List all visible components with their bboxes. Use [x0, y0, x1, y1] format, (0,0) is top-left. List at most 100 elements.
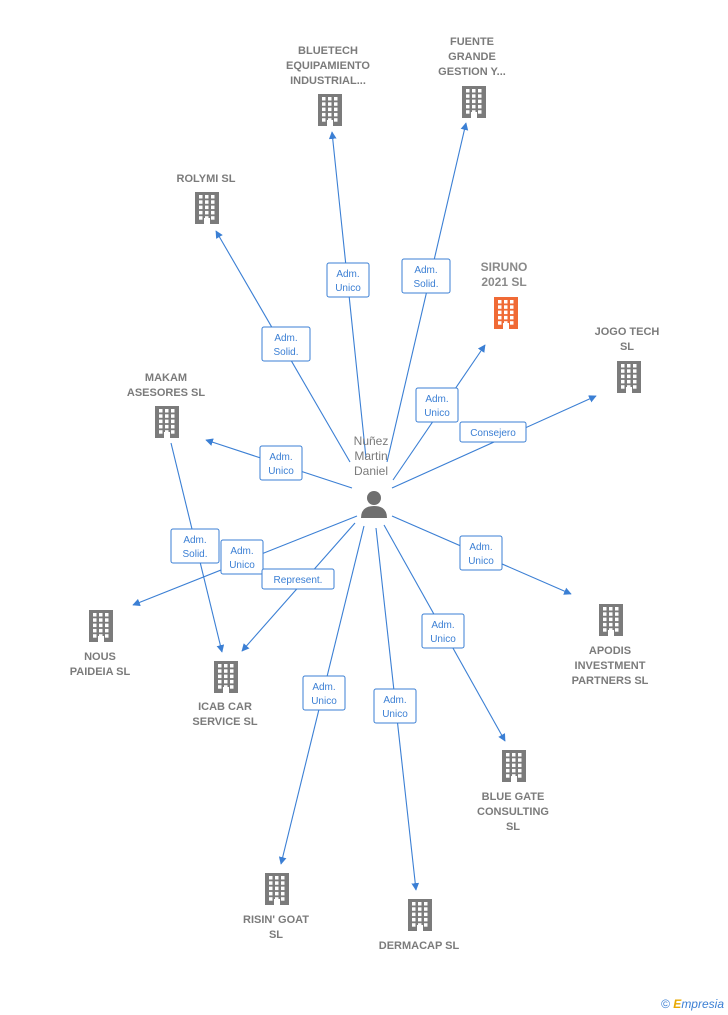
- node-label-line: ROLYMI SL: [177, 173, 236, 185]
- building-window: [334, 97, 338, 101]
- building-window: [328, 107, 332, 112]
- building-window: [218, 674, 222, 679]
- building-window: [105, 634, 109, 638]
- edge-label-box[interactable]: [261, 326, 311, 362]
- building-door: [417, 925, 423, 931]
- edge-makam-icab: Adm.Solid.: [170, 442, 225, 653]
- building-window: [322, 118, 326, 122]
- building-window: [418, 923, 422, 927]
- building-window: [99, 634, 103, 638]
- building-window: [506, 774, 510, 778]
- building-window: [224, 664, 228, 668]
- building-window: [218, 679, 222, 684]
- building-icon[interactable]: [617, 361, 641, 393]
- building-window: [504, 305, 508, 309]
- building-window: [99, 623, 103, 628]
- edge-label-box[interactable]: [220, 539, 264, 575]
- building-window: [615, 612, 619, 616]
- building-window: [165, 414, 169, 418]
- building-window: [165, 419, 169, 424]
- edge-bluetech: Adm.Unico: [326, 131, 370, 459]
- building-icon[interactable]: [599, 604, 623, 636]
- building-window: [627, 385, 631, 389]
- edge-label-text: Unico: [229, 560, 255, 571]
- building-window: [281, 897, 285, 901]
- edge-label-box[interactable]: [401, 258, 451, 294]
- node-label-line: BLUETECH: [298, 45, 358, 57]
- building-window: [322, 112, 326, 117]
- building-window: [466, 94, 470, 98]
- edge-label-text: Solid.: [273, 347, 298, 358]
- building-window: [609, 607, 613, 611]
- building-window: [334, 112, 338, 117]
- person-icon[interactable]: [361, 491, 387, 518]
- building-window: [603, 628, 607, 632]
- building-window: [93, 613, 97, 617]
- edge-label-box[interactable]: [421, 613, 465, 649]
- edge-label-box[interactable]: [170, 528, 220, 564]
- building-window: [478, 89, 482, 93]
- edge-label-text: Adm.: [183, 535, 206, 546]
- node-rolymi[interactable]: ROLYMI SL: [177, 173, 236, 224]
- building-icon[interactable]: [195, 192, 219, 224]
- building-window: [627, 369, 631, 373]
- node-bluetech[interactable]: BLUETECHEQUIPAMIENTOINDUSTRIAL...: [286, 45, 370, 126]
- edge-siruno: Adm.Unico: [392, 344, 486, 481]
- building-window: [504, 310, 508, 315]
- edge-label-box[interactable]: [261, 568, 335, 590]
- building-window: [230, 679, 234, 684]
- edge-label-text: Adm.: [431, 620, 454, 631]
- edge-label-box[interactable]: [373, 688, 417, 724]
- edge-label-box[interactable]: [302, 675, 346, 711]
- building-window: [205, 216, 209, 220]
- node-label-line: DERMACAP SL: [379, 940, 460, 952]
- building-icon[interactable]: [494, 297, 518, 329]
- edge-label-box[interactable]: [415, 387, 459, 423]
- edge-label-text: Represent.: [274, 575, 323, 586]
- edge-label-box[interactable]: [459, 535, 503, 571]
- building-window: [627, 374, 631, 379]
- building-icon[interactable]: [502, 750, 526, 782]
- building-window: [506, 768, 510, 773]
- building-icon[interactable]: [462, 86, 486, 118]
- building-window: [615, 617, 619, 622]
- building-window: [478, 104, 482, 109]
- building-icon[interactable]: [155, 406, 179, 438]
- edge-label-box[interactable]: [259, 445, 303, 481]
- building-window: [269, 891, 273, 896]
- building-icon[interactable]: [214, 661, 238, 693]
- building-icon[interactable]: [318, 94, 342, 126]
- building-window: [424, 902, 428, 906]
- node-dermacap[interactable]: DERMACAP SL: [379, 899, 460, 952]
- edge-bluegate: Adm.Unico: [383, 524, 506, 742]
- edge-label-text: Adm.: [336, 269, 359, 280]
- node-label-line: PAIDEIA SL: [70, 666, 131, 678]
- edge-label-box[interactable]: [326, 262, 370, 298]
- building-window: [211, 216, 215, 220]
- building-window: [498, 310, 502, 315]
- node-label-line: APODIS: [589, 645, 631, 657]
- building-icon[interactable]: [408, 899, 432, 931]
- edge-label-text: Unico: [268, 466, 294, 477]
- edge-label-box[interactable]: [459, 421, 527, 443]
- building-door: [204, 218, 210, 224]
- building-icon[interactable]: [265, 873, 289, 905]
- building-window: [609, 612, 613, 616]
- building-icon[interactable]: [89, 610, 113, 642]
- building-window: [230, 674, 234, 679]
- building-window: [466, 104, 470, 109]
- building-window: [93, 623, 97, 628]
- building-window: [412, 902, 416, 906]
